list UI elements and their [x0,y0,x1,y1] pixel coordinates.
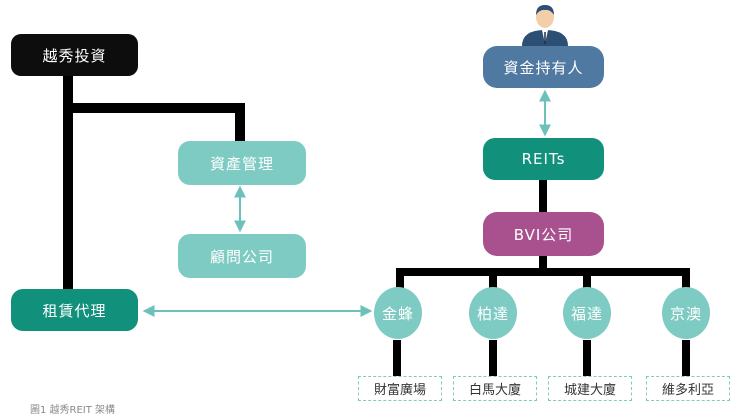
figure-caption: 圖1 越秀REIT 架構 [30,405,116,416]
node-subsidiary-2: 柏達 [469,287,517,339]
node-unitholders: 資金持有人 [483,46,604,88]
node-yuexiu-label: 越秀投資 [42,46,107,65]
node-subsidiary-4: 京澳 [662,287,710,339]
node-asset-management: 資產管理 [178,141,306,185]
property-box-3: 城建大廈 [548,376,632,401]
property-box-1: 財富廣場 [358,376,442,401]
node-leasing-agent: 租賃代理 [11,289,138,331]
property-box-1-label: 財富廣場 [373,383,426,398]
node-asset-management-label: 資產管理 [209,154,274,173]
node-advisor-company-label: 顧問公司 [209,247,274,266]
node-yuexiu: 越秀投資 [11,34,138,76]
node-bvi-company: BVI公司 [483,212,604,256]
property-box-2: 白馬大廈 [453,376,537,401]
node-subsidiary-3: 福達 [563,287,611,339]
node-unitholders-label: 資金持有人 [503,58,584,77]
node-subsidiary-1: 金蜂 [374,287,422,339]
node-bvi-company-label: BVI公司 [513,225,574,244]
property-box-3-label: 城建大廈 [563,383,616,398]
node-subsidiary-1-label: 金蜂 [381,304,414,323]
node-subsidiary-3-label: 福達 [570,304,603,323]
node-subsidiary-4-label: 京澳 [669,304,702,323]
property-box-2-label: 白馬大廈 [468,383,521,398]
person-icon [522,5,568,46]
node-leasing-agent-label: 租賃代理 [42,301,107,320]
property-box-4: 維多利亞 [646,376,730,401]
property-box-4-label: 維多利亞 [661,383,714,398]
node-advisor-company: 顧問公司 [178,234,306,278]
node-reits: REITs [483,138,604,180]
node-reits-label: REITs [521,150,566,168]
structure-diagram [63,5,690,377]
node-subsidiary-2-label: 柏達 [476,304,509,323]
